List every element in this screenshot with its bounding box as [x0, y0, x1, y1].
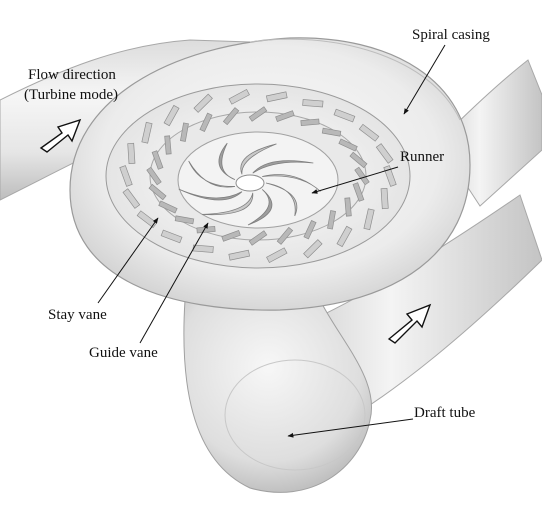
stay-vane	[119, 165, 133, 187]
stay-vanes	[119, 88, 397, 264]
spiral-casing-tongue	[249, 38, 461, 121]
guide-vane	[344, 197, 352, 217]
stay-vane	[303, 239, 323, 259]
runner-blade	[240, 143, 277, 175]
stay-vane	[160, 229, 183, 244]
runner-blade	[188, 160, 236, 188]
guide-vane	[174, 215, 195, 225]
stay-vane	[336, 225, 353, 248]
stay-vane	[266, 247, 288, 264]
guide-vane	[321, 127, 342, 137]
label-guide-vane: Guide vane	[89, 345, 158, 361]
stay-vane	[333, 108, 356, 123]
runner-blade	[247, 189, 273, 226]
leader-runner	[311, 166, 399, 194]
stay-vane	[136, 210, 158, 229]
guide-vane	[300, 118, 320, 126]
guide-vane	[354, 166, 370, 186]
guide-vane	[151, 150, 164, 170]
leader-draft-tube	[287, 418, 414, 438]
leader-stay-vane	[97, 217, 159, 304]
stay-vane	[228, 88, 250, 105]
guide-vane	[349, 151, 368, 169]
leader-guide-vane	[139, 222, 209, 344]
label-spiral-casing: Spiral casing	[412, 27, 490, 43]
flow-arrow-inlet	[39, 118, 82, 153]
guide-vane	[148, 183, 167, 201]
runner-blades	[178, 142, 321, 226]
label-draft-tube: Draft tube	[414, 405, 476, 421]
guide-vane	[327, 210, 336, 230]
guide-vanes	[146, 106, 370, 246]
stay-vane	[193, 93, 213, 113]
guide-vane	[199, 112, 213, 132]
stay-vane	[358, 123, 380, 142]
guide-vane	[275, 110, 295, 122]
draft-tube	[183, 299, 372, 493]
label-turbine-mode: (Turbine mode)	[24, 87, 119, 103]
label-flow-direction: Flow direction	[28, 67, 116, 83]
runner-blade	[262, 174, 321, 192]
runner-blade	[252, 160, 314, 174]
guide-vane	[276, 226, 294, 245]
stay-vane	[192, 244, 214, 253]
runner-blade	[218, 142, 236, 180]
stay-vane	[228, 249, 251, 261]
stay-vane	[302, 99, 324, 108]
guide-vane	[222, 107, 240, 126]
flow-arrow-outlet	[387, 303, 432, 344]
stay-vane	[380, 187, 389, 210]
guide-vane	[338, 138, 358, 152]
leader-spiral-casing	[403, 44, 446, 115]
guide-vane	[221, 230, 241, 242]
runner-hub	[235, 174, 265, 192]
stay-vane	[122, 188, 141, 209]
stay-vane	[375, 143, 394, 164]
guide-vane	[248, 230, 268, 246]
guide-vane	[303, 220, 317, 240]
guide-vane	[158, 200, 178, 214]
stay-vane	[127, 142, 136, 165]
guide-vane	[352, 182, 365, 202]
label-runner: Runner	[400, 149, 445, 165]
stay-vane	[163, 104, 180, 127]
guide-vane	[180, 122, 189, 142]
runner-blade	[265, 182, 298, 217]
guide-vane	[146, 166, 162, 186]
stay-vane	[141, 121, 153, 144]
stay-vane	[363, 208, 375, 231]
label-stay-vane: Stay vane	[48, 307, 107, 323]
runner-blade	[178, 188, 243, 201]
draft-tube-elbow	[224, 359, 366, 471]
runner-blade	[202, 192, 254, 216]
guide-vane	[248, 106, 268, 122]
stay-vane	[265, 91, 288, 103]
guide-vane	[164, 135, 172, 155]
